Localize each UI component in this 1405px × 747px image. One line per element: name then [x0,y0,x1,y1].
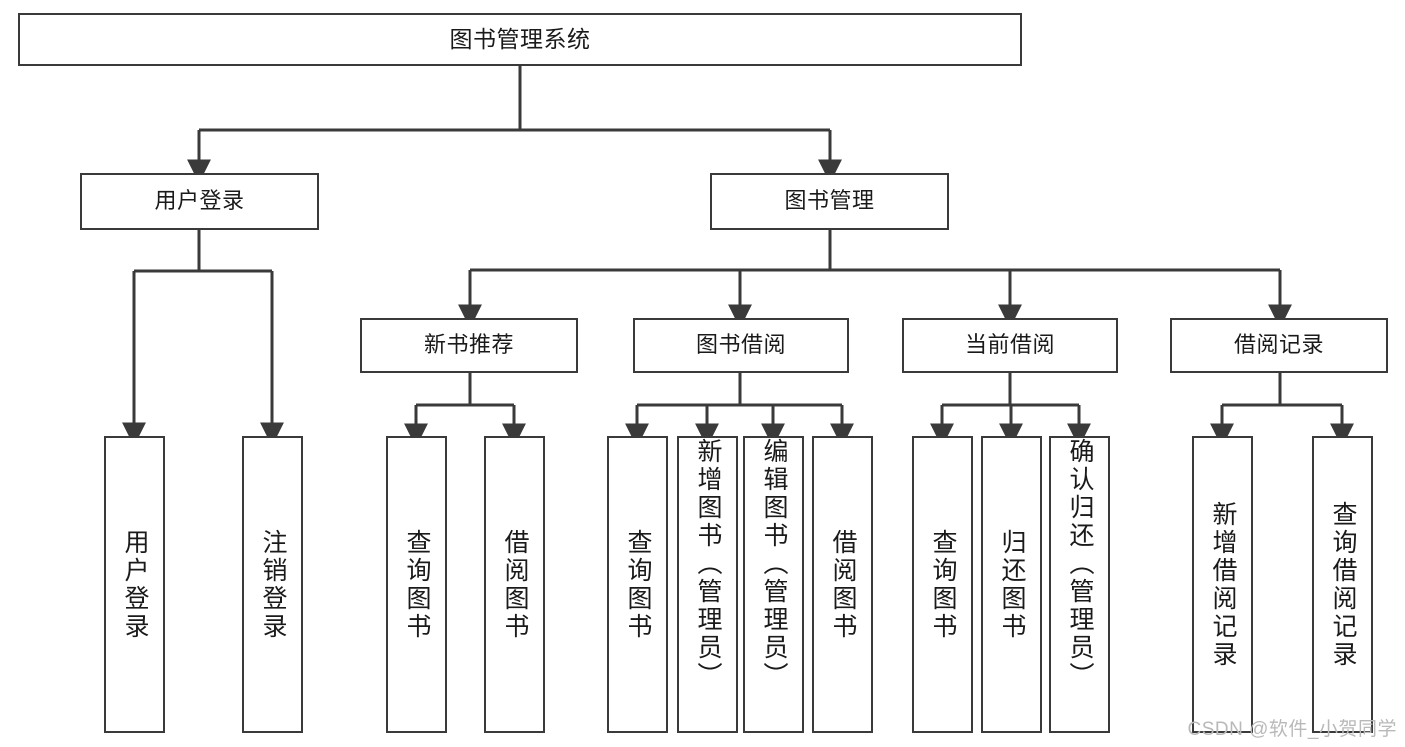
node-leaf-query-book-1[interactable]: 查询图书 [386,436,447,733]
node-current-borrow[interactable]: 当前借阅 [902,318,1118,373]
node-borrow-record-label: 借阅记录 [1233,332,1324,358]
node-current-borrow-label: 当前借阅 [964,332,1055,358]
node-book-borrow[interactable]: 图书借阅 [633,318,849,373]
node-new-book-recommend[interactable]: 新书推荐 [360,318,578,373]
node-root[interactable]: 图书管理系统 [18,13,1022,66]
node-leaf-query-book-1-label: 查询图书 [403,528,431,641]
node-root-label: 图书管理系统 [449,25,591,52]
node-new-book-recommend-label: 新书推荐 [423,332,514,358]
node-borrow-record[interactable]: 借阅记录 [1170,318,1388,373]
node-leaf-add-record-label: 新增借阅记录 [1209,500,1237,669]
node-leaf-borrow-book-1[interactable]: 借阅图书 [484,436,545,733]
node-book-manage[interactable]: 图书管理 [710,173,949,230]
node-user-login[interactable]: 用户登录 [80,173,319,230]
node-leaf-confirm-return[interactable]: 确认归还（管理员） [1049,436,1110,733]
node-leaf-borrow-book-2-label: 借阅图书 [829,528,857,641]
node-leaf-user-login-label: 用户登录 [121,528,149,641]
node-leaf-edit-book[interactable]: 编辑图书（管理员） [743,436,804,733]
node-leaf-logout-label: 注销登录 [259,528,287,641]
node-leaf-query-book-3[interactable]: 查询图书 [912,436,973,733]
node-leaf-add-book[interactable]: 新增图书（管理员） [677,436,738,733]
node-leaf-query-record-label: 查询借阅记录 [1329,500,1357,669]
node-leaf-query-book-2[interactable]: 查询图书 [607,436,668,733]
node-leaf-query-book-3-label: 查询图书 [929,528,957,641]
node-leaf-logout[interactable]: 注销登录 [242,436,303,733]
node-leaf-borrow-book-1-label: 借阅图书 [501,528,529,641]
node-leaf-return-book[interactable]: 归还图书 [981,436,1042,733]
node-user-login-label: 用户登录 [154,188,245,214]
node-leaf-query-record[interactable]: 查询借阅记录 [1312,436,1373,733]
node-leaf-query-book-2-label: 查询图书 [624,528,652,641]
node-leaf-add-book-label: 新增图书（管理员） [694,438,722,690]
node-leaf-user-login[interactable]: 用户登录 [104,436,165,733]
node-leaf-confirm-return-label: 确认归还（管理员） [1066,438,1094,690]
node-leaf-borrow-book-2[interactable]: 借阅图书 [812,436,873,733]
node-leaf-return-book-label: 归还图书 [998,528,1026,641]
node-book-manage-label: 图书管理 [784,188,875,214]
csdn-watermark: CSDN @软件_小贺同学 [1187,719,1397,740]
node-leaf-add-record[interactable]: 新增借阅记录 [1192,436,1253,733]
node-leaf-edit-book-label: 编辑图书（管理员） [760,438,788,690]
node-book-borrow-label: 图书借阅 [695,332,786,358]
